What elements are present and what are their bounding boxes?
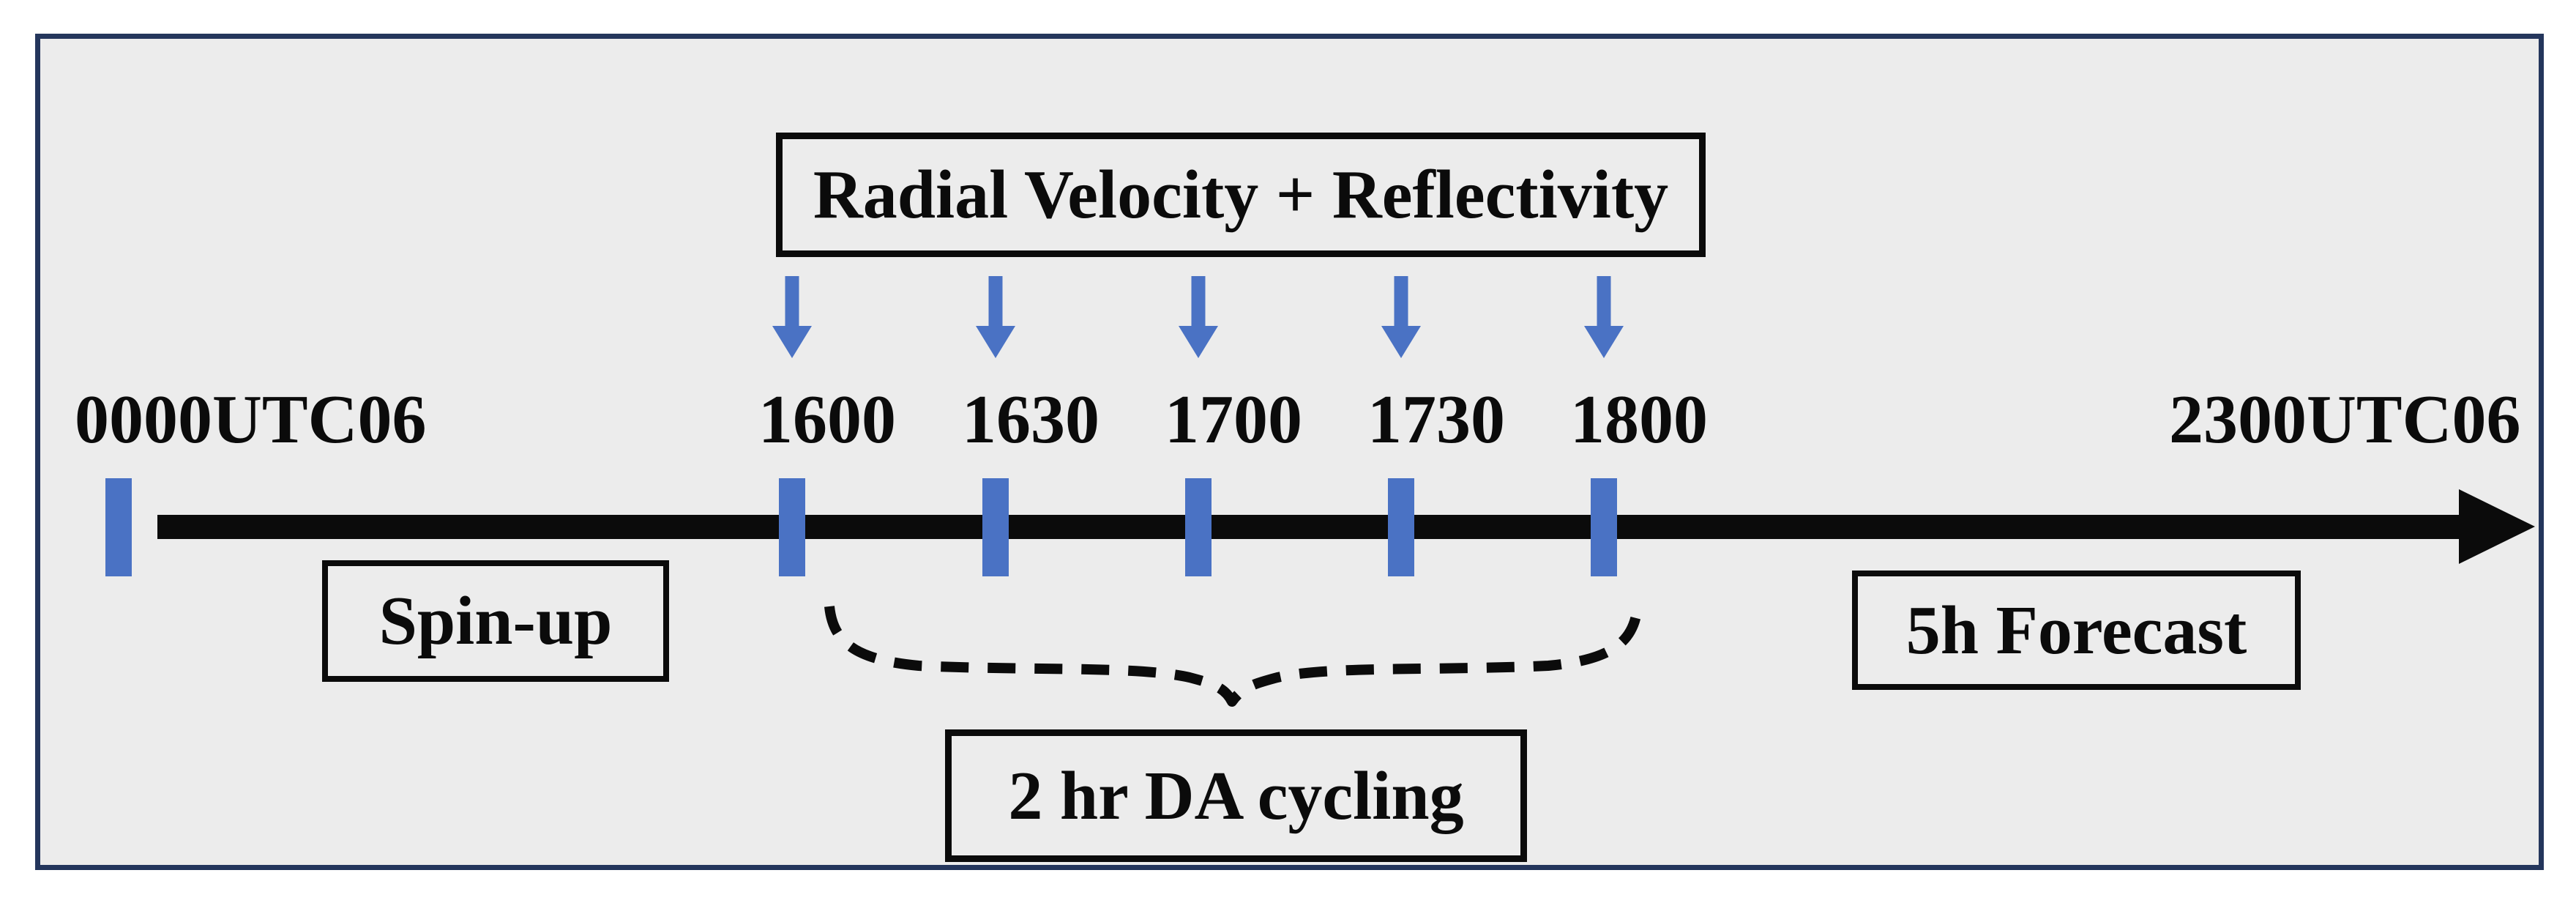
cycle-time-label: 1700 [1165, 382, 1302, 458]
spin-up-box: Spin-up [322, 560, 669, 682]
da-cycling-label: 2 hr DA cycling [1008, 757, 1464, 834]
timeline-bar [157, 515, 2460, 539]
down-arrow-stem [1191, 276, 1206, 327]
forecast-label: 5h Forecast [1905, 592, 2247, 669]
timeline-tick [982, 478, 1009, 576]
down-arrow-stem [1597, 276, 1611, 327]
timeline-tick [1591, 478, 1617, 576]
timeline-start-label: 0000UTC06 [75, 382, 427, 458]
down-arrow-icon [1381, 276, 1422, 358]
down-arrow-icon [772, 276, 813, 358]
dashed-curly-brace-icon [824, 606, 1643, 707]
timeline-tick [779, 478, 805, 576]
timeline-tick-start [105, 478, 132, 576]
down-arrow-stem [988, 276, 1003, 327]
down-arrow-head [1584, 326, 1624, 358]
spin-up-label: Spin-up [378, 583, 613, 659]
cycle-time-label: 1730 [1367, 382, 1505, 458]
timeline-end-label: 2300UTC06 [2169, 382, 2521, 458]
down-arrow-icon [1583, 276, 1624, 358]
down-arrow-head [976, 326, 1015, 358]
down-arrow-stem [785, 276, 799, 327]
forecast-box: 5h Forecast [1852, 571, 2301, 690]
down-arrow-head [1179, 326, 1218, 358]
down-arrow-icon [1178, 276, 1219, 358]
radar-observation-box: Radial Velocity + Reflectivity [776, 133, 1706, 257]
cycle-time-label: 1630 [962, 382, 1100, 458]
cycle-time-label: 1600 [758, 382, 896, 458]
down-arrow-head [1381, 326, 1421, 358]
timeline-tick [1388, 478, 1414, 576]
diagram-frame: Radial Velocity + Reflectivity 0000UTC06… [35, 34, 2544, 870]
down-arrow-head [772, 326, 812, 358]
cycle-time-label: 1800 [1570, 382, 1708, 458]
timeline-tick [1185, 478, 1212, 576]
da-cycling-box: 2 hr DA cycling [945, 729, 1527, 862]
down-arrow-icon [975, 276, 1016, 358]
right-arrowhead-icon [2459, 489, 2535, 564]
down-arrow-stem [1394, 276, 1408, 327]
radar-observation-label: Radial Velocity + Reflectivity [813, 157, 1669, 233]
